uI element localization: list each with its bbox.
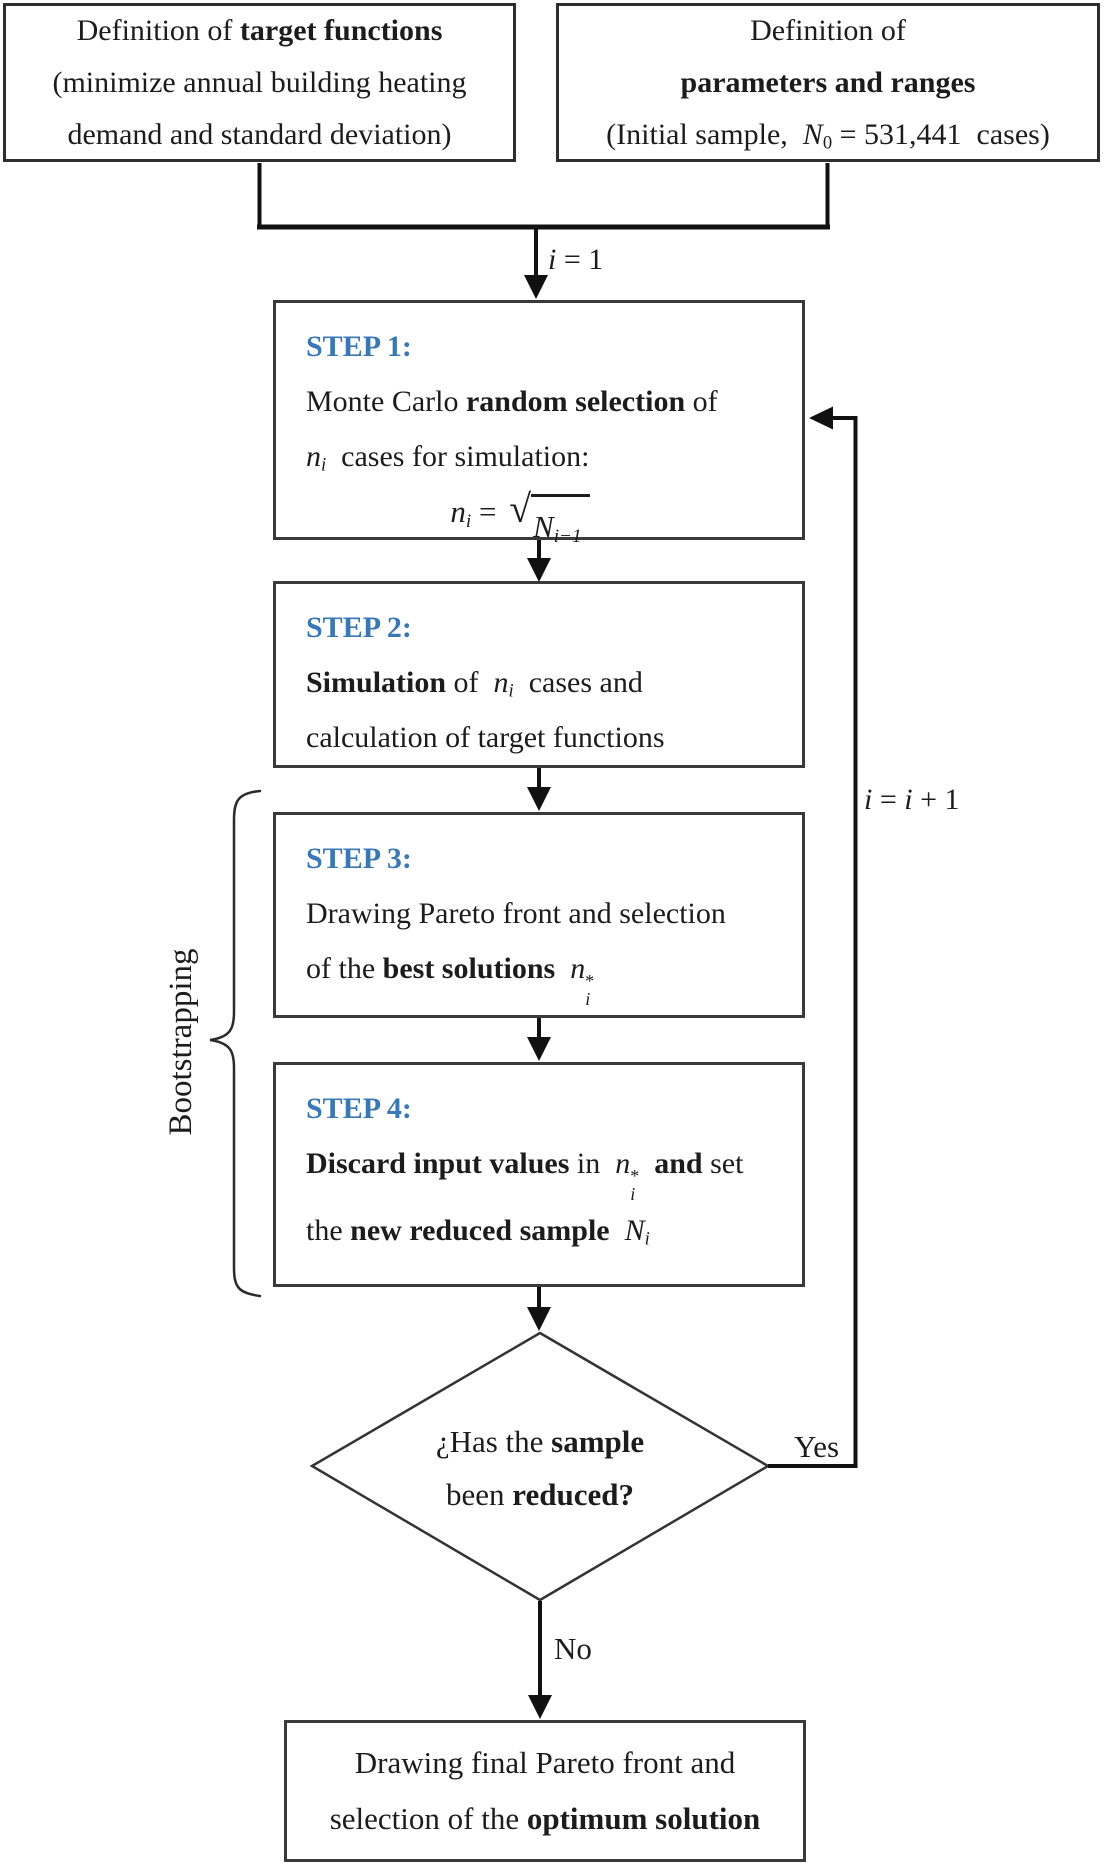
no-label: No [554,1631,592,1666]
definition-parameters-ranges-box: Definition of parameters and ranges (Ini… [556,3,1100,162]
step-2-title: STEP 2: [306,611,412,644]
no-arrow [528,1601,552,1719]
box-text-line: parameters and ranges [680,65,976,99]
iteration-init-label: i = 1 [548,243,604,276]
step-2-box: STEP 2: Simulation of ni cases and calcu… [273,581,805,768]
yes-label: Yes [794,1429,840,1464]
step-1-box: STEP 1: Monte Carlo random selection of … [273,300,805,546]
arrow-step3-step4 [527,1018,551,1061]
arrow-to-step1 [524,227,548,299]
final-text-line: selection of the optimum solution [329,1801,761,1836]
box-text-line: (Initial sample, N0 = 531,441 cases) [606,117,1050,154]
final-result-box: Drawing final Pareto front and selection… [284,1720,806,1862]
box-text-line: Definition of [750,13,906,47]
step-4-text-line: the new reduced sample Ni [306,1214,650,1250]
definition-target-functions-box: Definition of target functions (minimize… [3,3,516,162]
step-4-text-line: Discard input values in n*i and set [306,1147,744,1204]
box-text-line: demand and standard deviation) [67,117,452,151]
step-1-text-line: ni cases for simulation: [306,440,590,476]
arrow-step4-decision [527,1287,551,1331]
step-2-text-line: calculation of target functions [306,721,665,754]
yes-loop-arrow [768,406,858,1468]
step-1-text-line: Monte Carlo random selection of [306,385,718,418]
merge-connector [257,163,830,230]
arrow-step2-step3 [527,768,551,811]
box-text-line: Definition of target functions [76,13,443,47]
final-text-line: Drawing final Pareto front and [354,1745,736,1780]
arrow-step1-step2 [527,540,551,582]
step-2-text-line: Simulation of ni cases and [306,666,643,702]
decision-text: ¿Has the sample been reduced? [350,1415,730,1521]
decision-text-line: ¿Has the sample [435,1424,645,1459]
step-4-title: STEP 4: [306,1092,412,1125]
iteration-increment-label: i = i + 1 [864,783,960,816]
step-4-box: STEP 4: Discard input values in n*i and … [273,1062,805,1287]
step-1-formula: ni = √Ni−1 [306,484,794,554]
decision-diamond [309,1331,771,1602]
step-3-text-line: Drawing Pareto front and selection [306,897,726,930]
step-1-title: STEP 1: [306,330,412,363]
box-text-line: (minimize annual building heating [52,65,467,99]
decision-text-line: been reduced? [446,1477,634,1512]
bootstrapping-label: Bootstrapping [163,948,199,1136]
bootstrapping-brace [209,789,262,1298]
step-3-title: STEP 3: [306,842,412,875]
step-3-box: STEP 3: Drawing Pareto front and selecti… [273,812,805,1018]
step-3-text-line: of the best solutions n*i [306,952,595,1009]
